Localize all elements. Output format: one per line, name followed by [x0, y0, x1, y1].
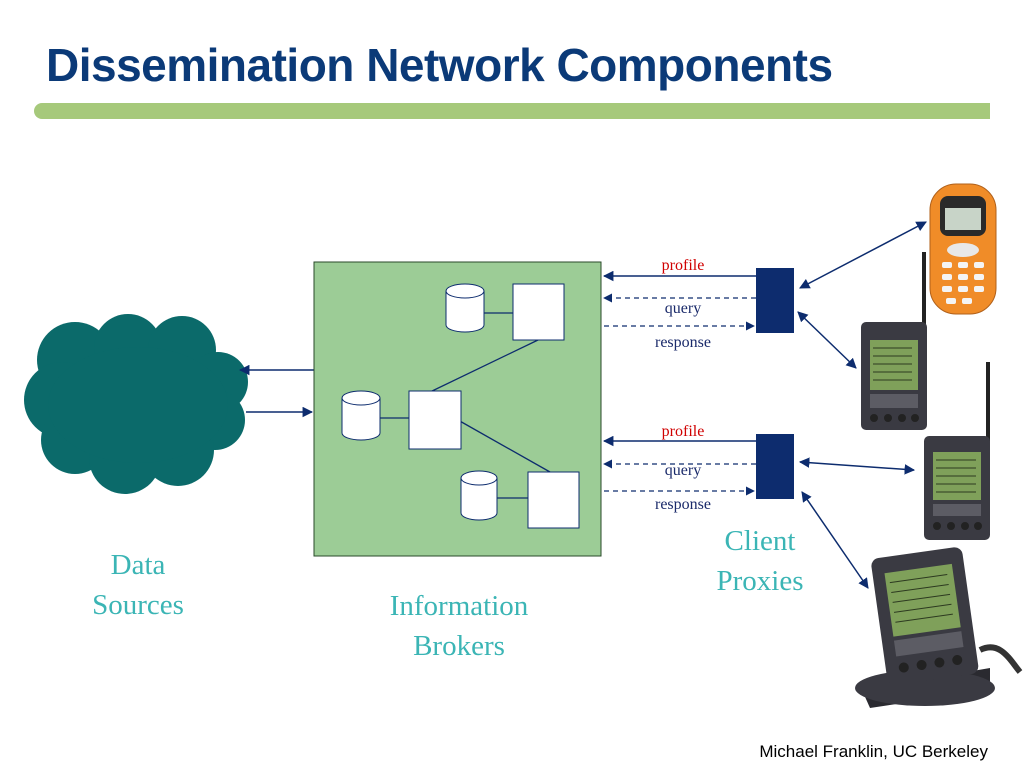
client-proxies-label: Client Proxies — [716, 525, 804, 597]
proxy-device-link — [797, 311, 857, 369]
profile-label: profile — [661, 423, 705, 440]
proxy-device-link — [798, 457, 916, 475]
pda-cradle-image — [855, 547, 1023, 708]
profile-label: profile — [661, 257, 705, 274]
response-label: response — [655, 496, 711, 513]
database-icon — [341, 390, 381, 441]
database-icon — [445, 283, 485, 333]
data-sources-label: Data Sources — [92, 549, 184, 621]
broker-node — [408, 283, 580, 529]
title-accent-bar — [34, 103, 990, 119]
pda-device-image — [861, 252, 927, 430]
data-sources-cloud — [24, 314, 248, 494]
proxy-device-link — [799, 221, 927, 289]
query-label: query — [664, 300, 702, 317]
database-icon — [460, 470, 498, 521]
information-brokers-label: Information Brokers — [389, 590, 529, 662]
client-proxy — [756, 434, 794, 499]
slide-title: Dissemination Network Components — [46, 39, 833, 91]
proxy-device-link — [801, 491, 869, 589]
footer-credit: Michael Franklin, UC Berkeley — [759, 742, 988, 761]
query-label: query — [664, 462, 702, 479]
pda-device-image — [924, 362, 990, 540]
mobile-phone-image — [929, 183, 997, 315]
response-label: response — [655, 334, 711, 351]
client-proxy — [756, 268, 794, 333]
